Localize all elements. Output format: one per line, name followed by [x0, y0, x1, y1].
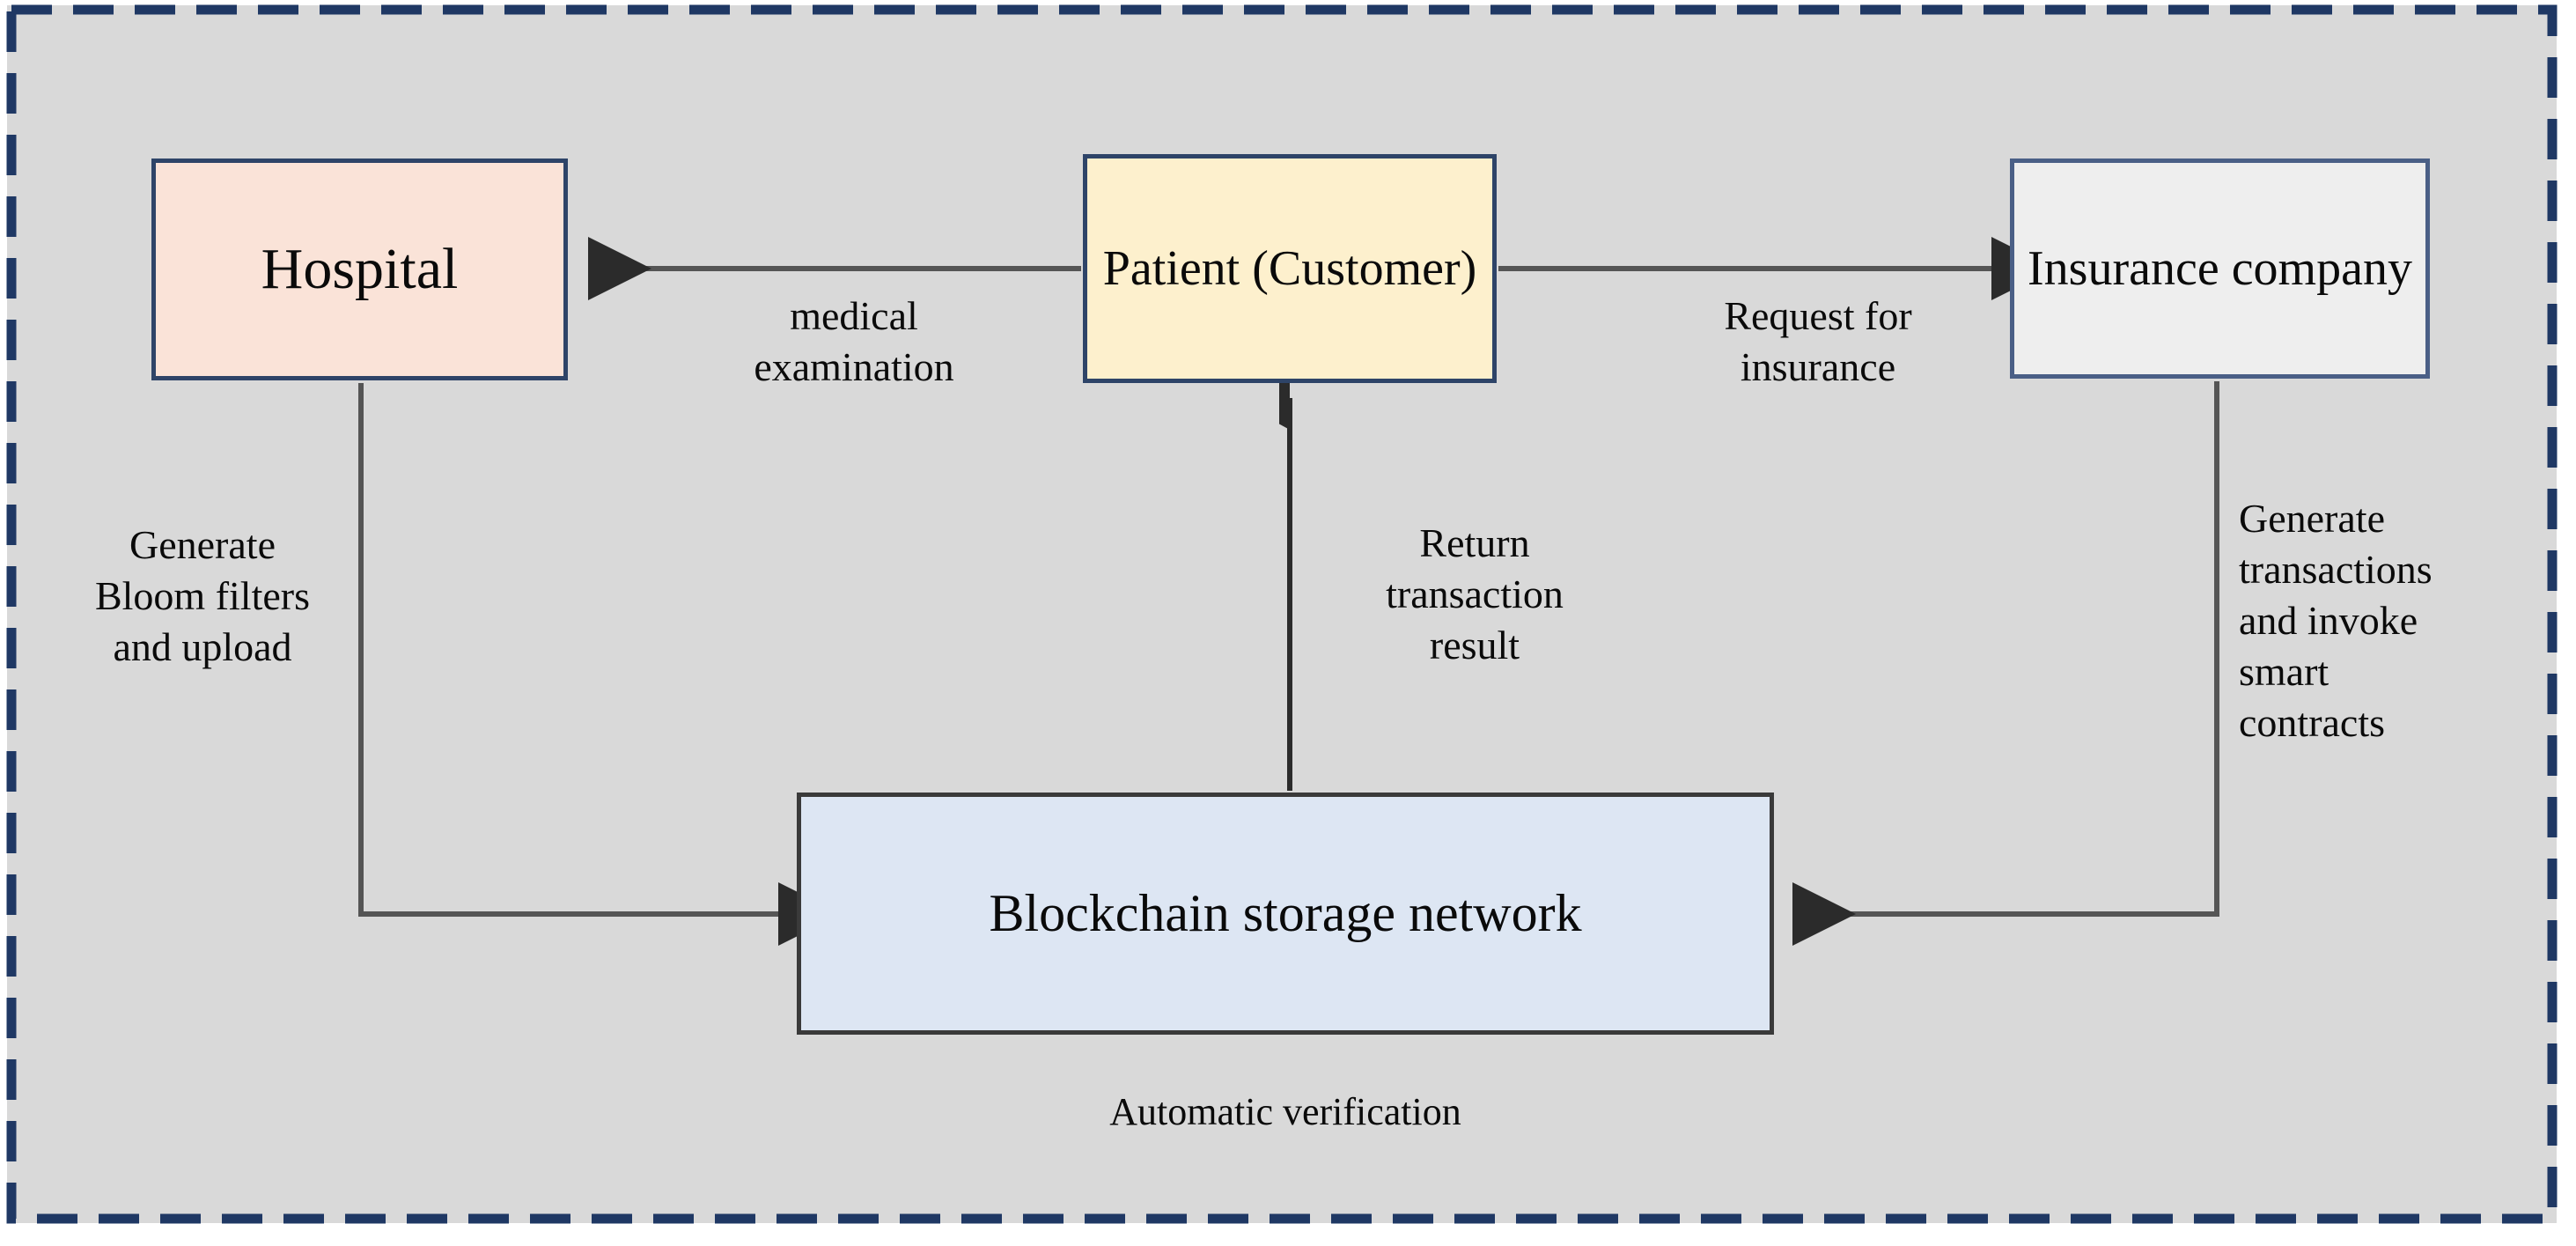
node-insurance-company-label: Insurance company	[2028, 240, 2412, 296]
edge-label-return-transaction-result: Return transaction result	[1386, 520, 1564, 667]
edge-label-generate-bloom-filters-and-upload: Generate Bloom filters and upload	[94, 522, 311, 669]
edge-label-medical-examination: medical examination	[754, 293, 954, 389]
note-automatic-verification: Automatic verification	[1109, 1090, 1461, 1133]
node-patient[interactable]: Patient (Customer)	[1083, 154, 1497, 383]
node-hospital[interactable]: Hospital	[151, 159, 568, 380]
edge-label-generate-transactions-and-invoke-smart-contracts: Generate transactions and invoke smart c…	[2239, 496, 2432, 745]
edge-label-request-for-insurance: Request for insurance	[1724, 293, 1912, 389]
node-blockchain-storage-network-label: Blockchain storage network	[989, 884, 1582, 943]
node-patient-label: Patient (Customer)	[1102, 240, 1477, 296]
node-hospital-label: Hospital	[261, 237, 459, 302]
node-blockchain-storage-network[interactable]: Blockchain storage network	[797, 793, 1774, 1035]
node-insurance-company[interactable]: Insurance company	[2010, 159, 2430, 379]
